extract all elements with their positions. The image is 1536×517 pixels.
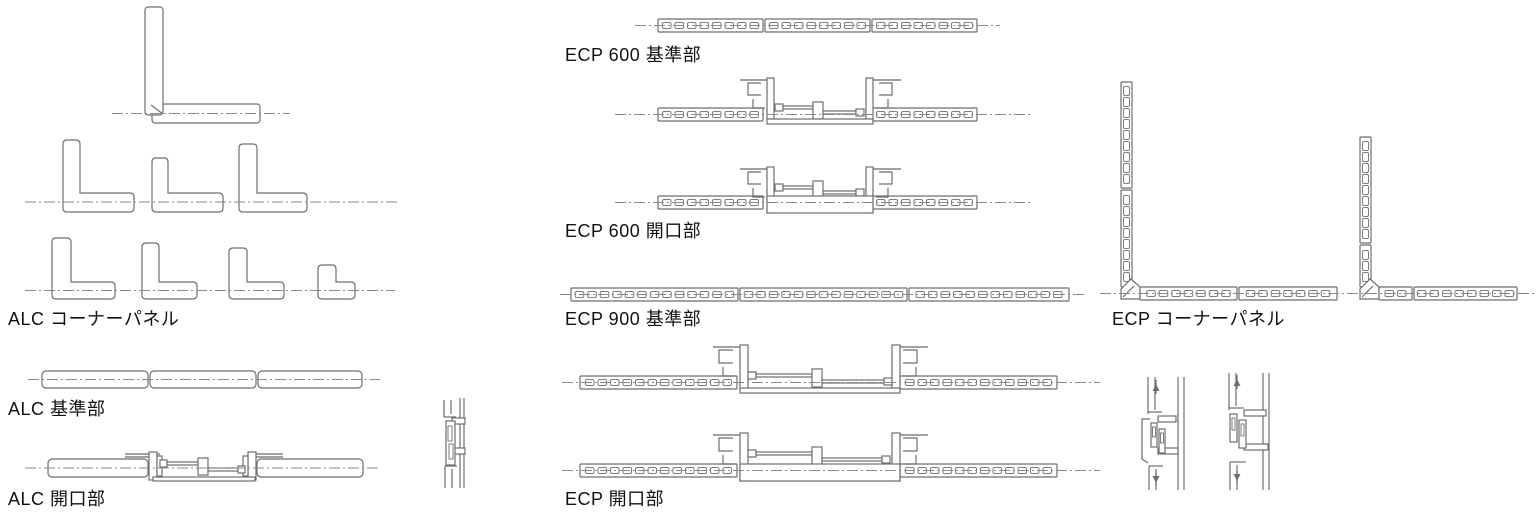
ecp600-standard-drawing: [635, 18, 1000, 33]
ecp600-opening-drawing-1: [615, 77, 1030, 125]
ecp-opening-drawing-2: [562, 432, 1100, 482]
ecp-opening-drawing-1: [562, 344, 1100, 394]
label-ecp-opening: ECP 開口部: [565, 489, 665, 509]
label-ecp-corner-panel: ECP コーナーパネル: [1112, 309, 1286, 329]
ecp-vertical-section-drawing-2: [1228, 373, 1270, 490]
label-alc-opening: ALC 開口部: [8, 489, 106, 509]
ecp-vertical-section-drawing-1: [1141, 377, 1185, 490]
ecp600-opening-drawing-2: [615, 166, 1030, 214]
ecp900-standard-drawing: [560, 287, 1085, 302]
alc-corner-panel-drawing: [25, 6, 400, 300]
alc-opening-vertical-section-drawing: [443, 398, 466, 488]
alc-standard-drawing: [28, 370, 380, 389]
label-alc-standard: ALC 基準部: [8, 399, 106, 419]
alc-opening-drawing: [25, 451, 380, 482]
ecp-corner-panel-drawing: [1100, 81, 1536, 301]
label-ecp900-standard: ECP 900 基準部: [565, 309, 702, 329]
label-ecp600-standard: ECP 600 基準部: [565, 45, 702, 65]
label-ecp600-opening: ECP 600 開口部: [565, 221, 702, 241]
label-alc-corner-panel: ALC コーナーパネル: [8, 309, 180, 329]
